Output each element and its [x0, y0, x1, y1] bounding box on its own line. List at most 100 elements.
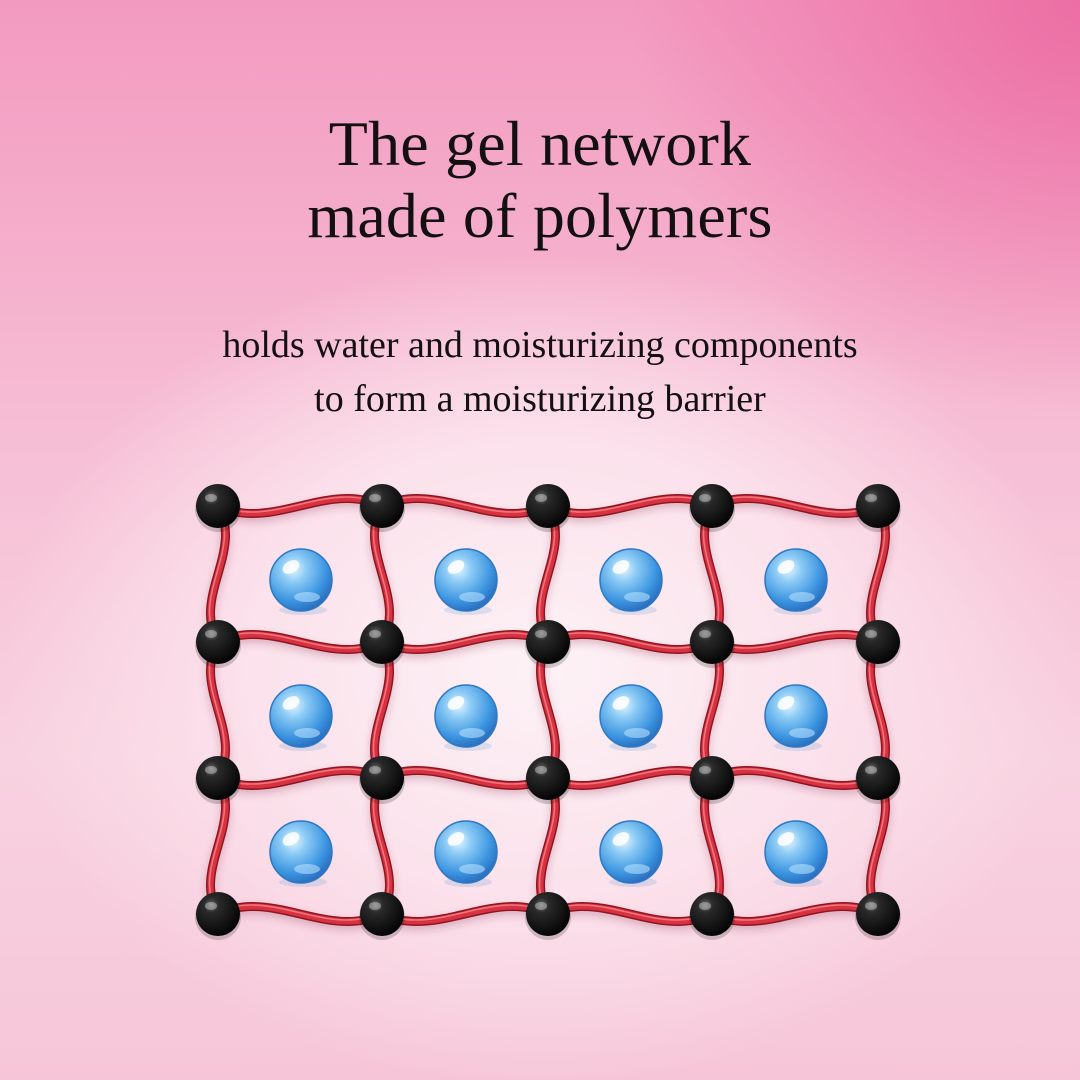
water-droplet — [599, 820, 663, 887]
water-droplet-gloss — [777, 560, 795, 574]
crosslink-node-body — [360, 620, 404, 664]
crosslink-node-gloss — [205, 902, 217, 910]
water-droplet — [434, 684, 498, 751]
water-droplet-body — [434, 684, 498, 748]
crosslink-node-gloss — [205, 766, 217, 774]
water-droplet-reflection — [459, 728, 485, 738]
water-droplet-gloss — [447, 832, 465, 846]
water-droplet-body — [599, 548, 663, 612]
crosslink-node-body — [690, 892, 734, 936]
water-droplet-body — [434, 548, 498, 612]
crosslink-node — [195, 892, 241, 940]
water-droplet — [269, 684, 333, 751]
water-droplet — [764, 820, 828, 887]
water-droplet-reflection — [789, 728, 815, 738]
crosslink-node-gloss — [865, 902, 877, 910]
crosslink-node-body — [856, 620, 900, 664]
crosslink-node-body — [526, 756, 570, 800]
crosslink-node — [525, 484, 571, 532]
crosslink-node-gloss — [369, 494, 381, 502]
crosslink-node-body — [856, 892, 900, 936]
page-title: The gel network made of polymers — [0, 108, 1080, 252]
water-droplet-body — [269, 820, 333, 884]
water-droplet-body — [764, 684, 828, 748]
crosslink-node — [359, 756, 405, 804]
crosslink-node — [689, 620, 735, 668]
crosslink-node — [525, 620, 571, 668]
crosslink-node — [195, 756, 241, 804]
crosslink-node — [689, 892, 735, 940]
crosslink-nodes — [195, 484, 901, 940]
water-droplet-body — [269, 548, 333, 612]
crosslink-node-body — [526, 892, 570, 936]
crosslink-node — [195, 620, 241, 668]
crosslink-node-body — [690, 756, 734, 800]
crosslink-node-body — [856, 484, 900, 528]
crosslink-node-gloss — [865, 494, 877, 502]
crosslink-node — [855, 484, 901, 532]
water-droplet-body — [599, 820, 663, 884]
water-droplet-reflection — [789, 592, 815, 602]
crosslink-node — [689, 484, 735, 532]
crosslink-node — [359, 892, 405, 940]
water-droplet — [599, 684, 663, 751]
water-droplet-reflection — [459, 592, 485, 602]
crosslink-node — [855, 756, 901, 804]
crosslink-node-gloss — [535, 766, 547, 774]
title-line-2: made of polymers — [307, 180, 773, 251]
subtitle-line-2: to form a moisturizing barrier — [314, 378, 766, 420]
crosslink-node — [359, 620, 405, 668]
water-droplet — [434, 548, 498, 615]
water-droplet-reflection — [294, 864, 320, 874]
water-droplet-gloss — [447, 560, 465, 574]
crosslink-node — [855, 892, 901, 940]
crosslink-node-body — [690, 484, 734, 528]
water-droplet-reflection — [459, 864, 485, 874]
water-droplet-reflection — [624, 728, 650, 738]
crosslink-node-gloss — [699, 766, 711, 774]
crosslink-node-body — [196, 484, 240, 528]
crosslink-node-body — [360, 756, 404, 800]
water-droplet-reflection — [294, 728, 320, 738]
crosslink-node-body — [526, 484, 570, 528]
crosslink-node-gloss — [369, 902, 381, 910]
crosslink-node-gloss — [535, 902, 547, 910]
water-droplet — [599, 548, 663, 615]
crosslink-node-body — [196, 756, 240, 800]
crosslink-node-gloss — [699, 902, 711, 910]
water-droplet-gloss — [777, 832, 795, 846]
subtitle-line-1: holds water and moisturizing components — [222, 324, 858, 366]
crosslink-node — [689, 756, 735, 804]
crosslink-node-gloss — [369, 766, 381, 774]
water-droplet-reflection — [789, 864, 815, 874]
crosslink-node-gloss — [865, 766, 877, 774]
crosslink-node-gloss — [699, 494, 711, 502]
water-droplet-gloss — [447, 696, 465, 710]
water-droplet — [434, 820, 498, 887]
water-droplet-reflection — [294, 592, 320, 602]
crosslink-node-body — [526, 620, 570, 664]
water-droplet-gloss — [282, 696, 300, 710]
crosslink-node-body — [196, 892, 240, 936]
crosslink-node-body — [360, 892, 404, 936]
water-droplet — [764, 548, 828, 615]
water-droplet-gloss — [612, 832, 630, 846]
crosslink-node-gloss — [699, 630, 711, 638]
page-subtitle: holds water and moisturizing components … — [0, 318, 1080, 426]
crosslink-node — [525, 892, 571, 940]
water-droplet-gloss — [777, 696, 795, 710]
water-droplet-body — [434, 820, 498, 884]
water-droplets — [269, 548, 828, 887]
crosslink-node-gloss — [865, 630, 877, 638]
crosslink-node-body — [196, 620, 240, 664]
crosslink-node-gloss — [205, 630, 217, 638]
water-droplet-gloss — [282, 832, 300, 846]
water-droplet — [764, 684, 828, 751]
water-droplet-body — [764, 548, 828, 612]
water-droplet-gloss — [282, 560, 300, 574]
crosslink-node-gloss — [535, 630, 547, 638]
water-droplet-gloss — [612, 560, 630, 574]
crosslink-node-gloss — [535, 494, 547, 502]
crosslink-node — [855, 620, 901, 668]
